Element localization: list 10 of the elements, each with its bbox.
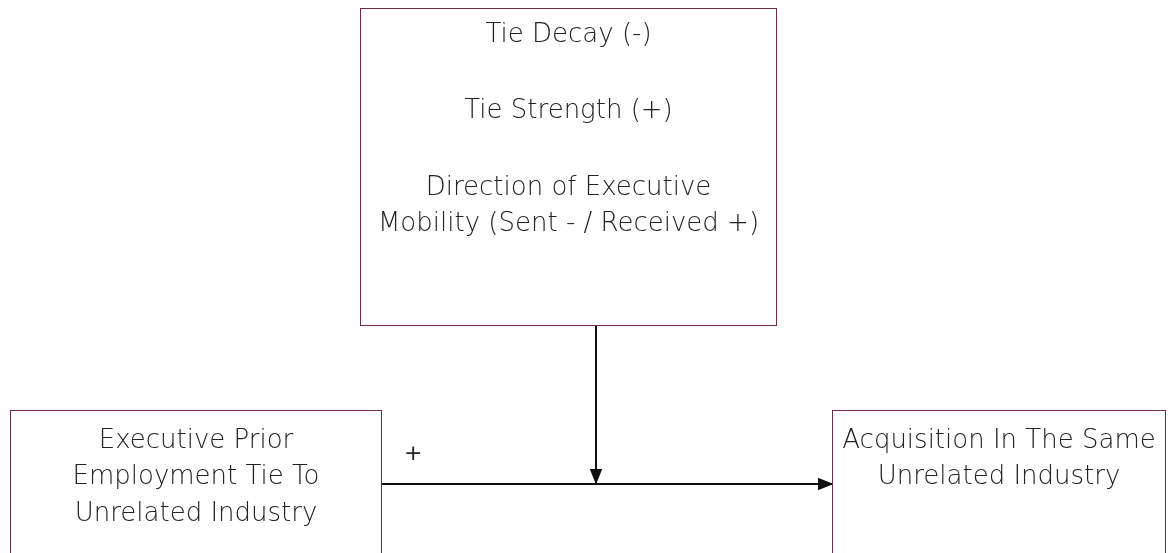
concept-box <box>10 410 382 553</box>
box-text: Tie Strength (+) <box>464 93 673 127</box>
box-text: Acquisition In The Same Unrelated Industry <box>841 423 1157 493</box>
arrow <box>589 325 603 485</box>
box-text: Executive Prior Employment Tie To Unrelated Industry <box>71 423 321 529</box>
arrow <box>381 477 834 491</box>
concept-box <box>832 410 1166 553</box>
box-text: Direction of Executive Mobility (Sent - / Received +) <box>376 169 761 240</box>
concept-box <box>360 8 777 326</box>
box-text: Tie Decay (-) <box>485 17 652 50</box>
